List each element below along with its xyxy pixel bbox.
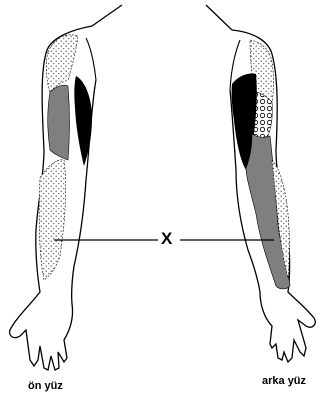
front-black-region: [74, 76, 92, 166]
front-axilla-line: [86, 38, 96, 80]
front-gray-region: [48, 85, 70, 160]
back-arm: [206, 5, 315, 362]
front-neck-line: [92, 5, 122, 26]
back-view-label: arka yüz: [262, 375, 306, 387]
front-arm: [10, 5, 122, 370]
back-neck-line: [206, 5, 232, 30]
front-forearm-stipple: [39, 160, 65, 280]
center-x-marker: X: [161, 229, 172, 249]
front-view-label: ön yüz: [28, 380, 63, 392]
